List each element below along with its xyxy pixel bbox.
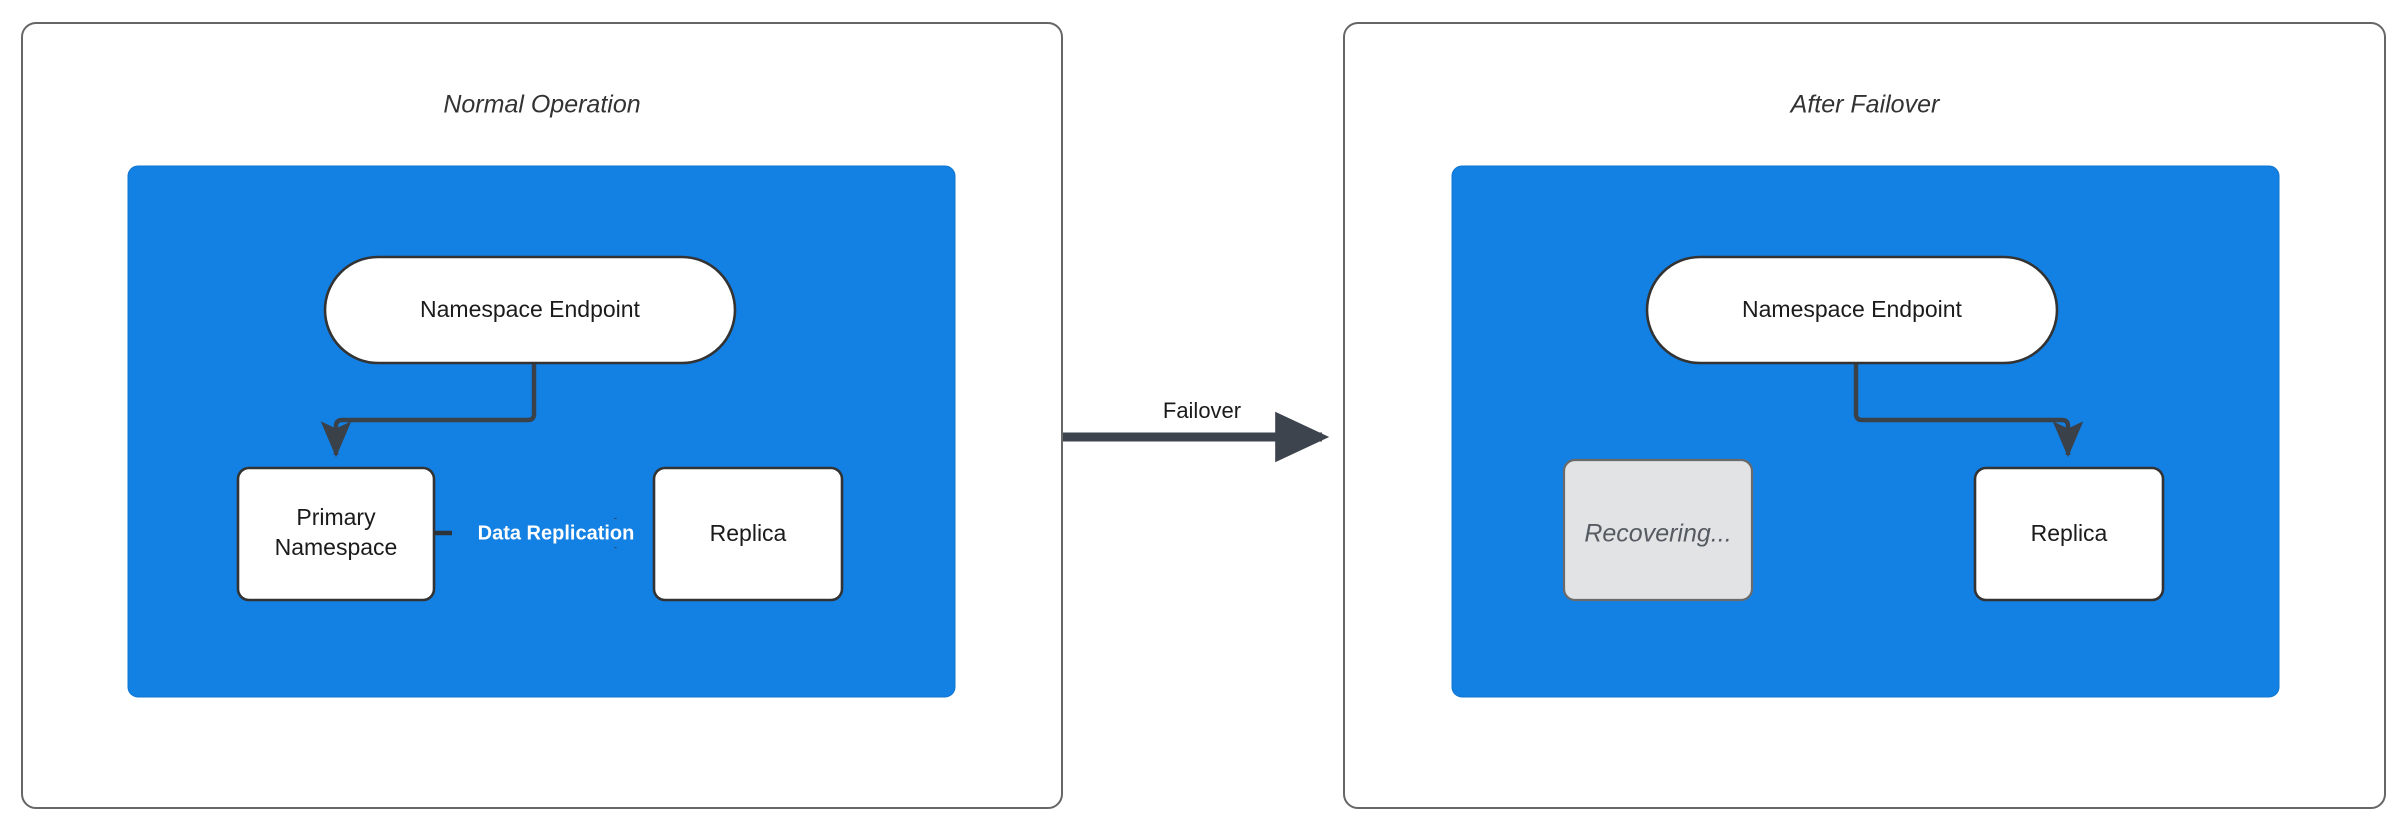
node-label-replica-left: Replica <box>710 520 787 546</box>
node-label-recovering: Recovering... <box>1584 520 1731 548</box>
transition-failover: Failover <box>1063 398 1330 463</box>
panel-after-failover: After Failover Namespace Endpoint Recove… <box>1343 22 2386 809</box>
panel-normal-operation: Normal Operation Data Replication Namesp… <box>21 22 1063 809</box>
transition-label-failover: Failover <box>1163 398 1241 423</box>
node-label-namespace-endpoint-left: Namespace Endpoint <box>420 296 641 322</box>
node-label-primary-namespace-line1: Primary <box>296 504 376 530</box>
edge-label-backdrop-data-replication <box>452 519 660 547</box>
node-label-primary-namespace-line2: Namespace <box>275 534 398 560</box>
zone-box-normal-operation <box>127 165 956 698</box>
panel-title-after-failover: After Failover <box>1789 91 1941 119</box>
node-namespace-endpoint-left[interactable] <box>323 255 737 365</box>
connector-endpoint-to-primary <box>320 364 537 458</box>
node-label-replica-right: Replica <box>2031 520 2108 546</box>
zone-box-after-failover <box>1451 165 2280 698</box>
node-label-namespace-endpoint-right: Namespace Endpoint <box>1742 296 1963 322</box>
panel-title-normal-operation: Normal Operation <box>443 91 640 119</box>
node-recovering[interactable] <box>1562 458 1754 602</box>
node-primary-namespace[interactable] <box>236 466 436 602</box>
node-replica-right[interactable] <box>1973 466 2165 602</box>
edge-label-data-replication: Data Replication <box>478 522 635 544</box>
node-replica-left[interactable] <box>652 466 844 602</box>
connector-endpoint-to-replica <box>1853 364 2084 458</box>
node-namespace-endpoint-right[interactable] <box>1645 255 2059 365</box>
